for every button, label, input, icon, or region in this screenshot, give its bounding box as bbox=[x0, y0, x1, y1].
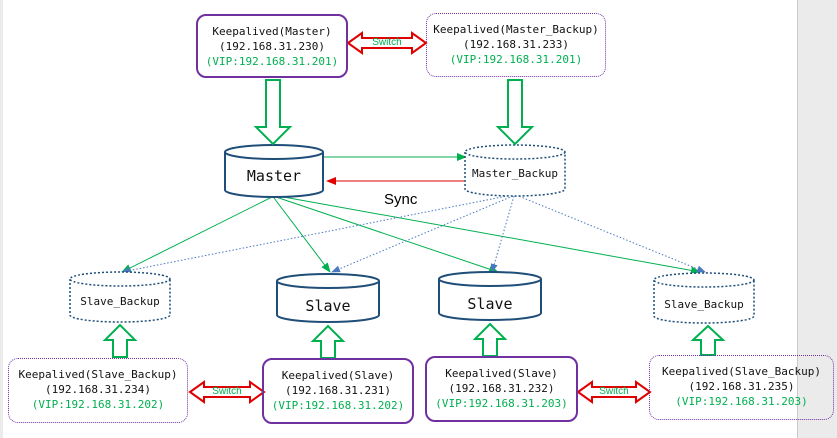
keepalived-master-ip: (192.168.31.230) bbox=[219, 40, 325, 53]
keepalived-slave-left-vip: (VIP:192.168.31.202) bbox=[271, 399, 405, 412]
db-slave-left-label: Slave bbox=[305, 297, 351, 315]
keepalived-slave-backup-left-box: Keepalived(Slave_Backup) (192.168.31.234… bbox=[8, 358, 188, 423]
keepalived-slave-left-ip: (192.168.31.231) bbox=[285, 384, 391, 397]
keepalived-slave-left-title: Keepalived(Slave) bbox=[281, 369, 395, 382]
replication-lines bbox=[121, 153, 701, 275]
master-to-slave-backup-left-line bbox=[121, 196, 273, 273]
master-backup-to-slave-right-line bbox=[490, 195, 515, 273]
switch-label-bottom-left: Switch bbox=[212, 386, 242, 397]
switch-arrow-bottom-left bbox=[188, 380, 266, 404]
db-master-backup bbox=[464, 144, 566, 197]
master-to-slave-backup-right-line bbox=[277, 195, 701, 275]
db-slave-backup-right-label: Slave_Backup bbox=[664, 298, 744, 311]
up-arrow-slave-right bbox=[472, 322, 508, 357]
db-master-label: Master bbox=[246, 167, 302, 185]
db-slave-backup-left-label: Slave_Backup bbox=[80, 295, 160, 308]
keepalived-slave-left-box: Keepalived(Slave) (192.168.31.231) (VIP:… bbox=[262, 358, 414, 424]
sync-label: Sync bbox=[384, 191, 418, 208]
down-arrow-master-backup bbox=[495, 79, 535, 146]
keepalived-master-backup-vip: (VIP:192.168.31.201) bbox=[449, 53, 583, 66]
db-slave-backup-right bbox=[653, 272, 755, 324]
db-master bbox=[224, 144, 324, 198]
db-slave-right bbox=[438, 271, 542, 321]
up-arrow-slave-backup-left bbox=[102, 323, 138, 358]
switch-label-top: Switch bbox=[372, 37, 402, 48]
keepalived-slave-backup-left-vip: (VIP:192.168.31.202) bbox=[31, 398, 165, 411]
keepalived-slave-right-box: Keepalived(Slave) (192.168.31.232) (VIP:… bbox=[425, 356, 578, 422]
up-arrow-slave-left bbox=[310, 324, 346, 359]
master-to-slave-right-line bbox=[275, 196, 499, 273]
master-backup-to-slave-left-line bbox=[331, 195, 514, 273]
keepalived-slave-backup-left-title: Keepalived(Slave_Backup) bbox=[18, 368, 178, 381]
keepalived-master-backup-ip: (192.168.31.233) bbox=[463, 38, 569, 51]
keepalived-slave-backup-right-title: Keepalived(Slave_Backup) bbox=[662, 365, 821, 378]
keepalived-master-title: Keepalived(Master) bbox=[212, 25, 332, 38]
keepalived-master-vip: (VIP:192.168.31.201) bbox=[205, 55, 339, 68]
db-slave-backup-left bbox=[69, 271, 171, 323]
keepalived-master-backup-box: Keepalived(Master_Backup) (192.168.31.23… bbox=[426, 13, 606, 77]
keepalived-slave-right-vip: (VIP:192.168.31.203) bbox=[435, 397, 568, 410]
document-page bbox=[3, 0, 798, 438]
keepalived-slave-backup-left-ip: (192.168.31.234) bbox=[45, 383, 151, 396]
master-backup-to-slave-backup-left-line bbox=[121, 194, 513, 274]
keepalived-slave-backup-right-box: Keepalived(Slave_Backup) (192.168.31.235… bbox=[649, 355, 834, 420]
up-arrow-slave-backup-right bbox=[690, 324, 726, 356]
db-slave-right-label: Slave bbox=[467, 295, 513, 313]
keepalived-slave-backup-right-ip: (192.168.31.235) bbox=[688, 380, 795, 393]
db-slave-left bbox=[276, 273, 380, 323]
switch-arrow-bottom-right bbox=[576, 380, 652, 404]
db-master-backup-label: Master_Backup bbox=[471, 167, 559, 180]
master-backup-to-slave-backup-right-line bbox=[515, 194, 706, 273]
keepalived-slave-right-ip: (192.168.31.232) bbox=[448, 382, 555, 395]
keepalived-slave-backup-right-vip: (VIP:192.168.31.203) bbox=[675, 395, 808, 408]
keepalived-master-backup-title: Keepalived(Master_Backup) bbox=[433, 23, 599, 36]
master-to-slave-left-line bbox=[273, 197, 331, 273]
down-arrow-master bbox=[253, 79, 293, 146]
keepalived-slave-right-title: Keepalived(Slave) bbox=[445, 367, 558, 380]
keepalived-master-box: Keepalived(Master) (192.168.31.230) (VIP… bbox=[196, 14, 348, 78]
switch-label-bottom-right: Switch bbox=[599, 386, 629, 397]
backup-replication-lines bbox=[121, 194, 706, 274]
